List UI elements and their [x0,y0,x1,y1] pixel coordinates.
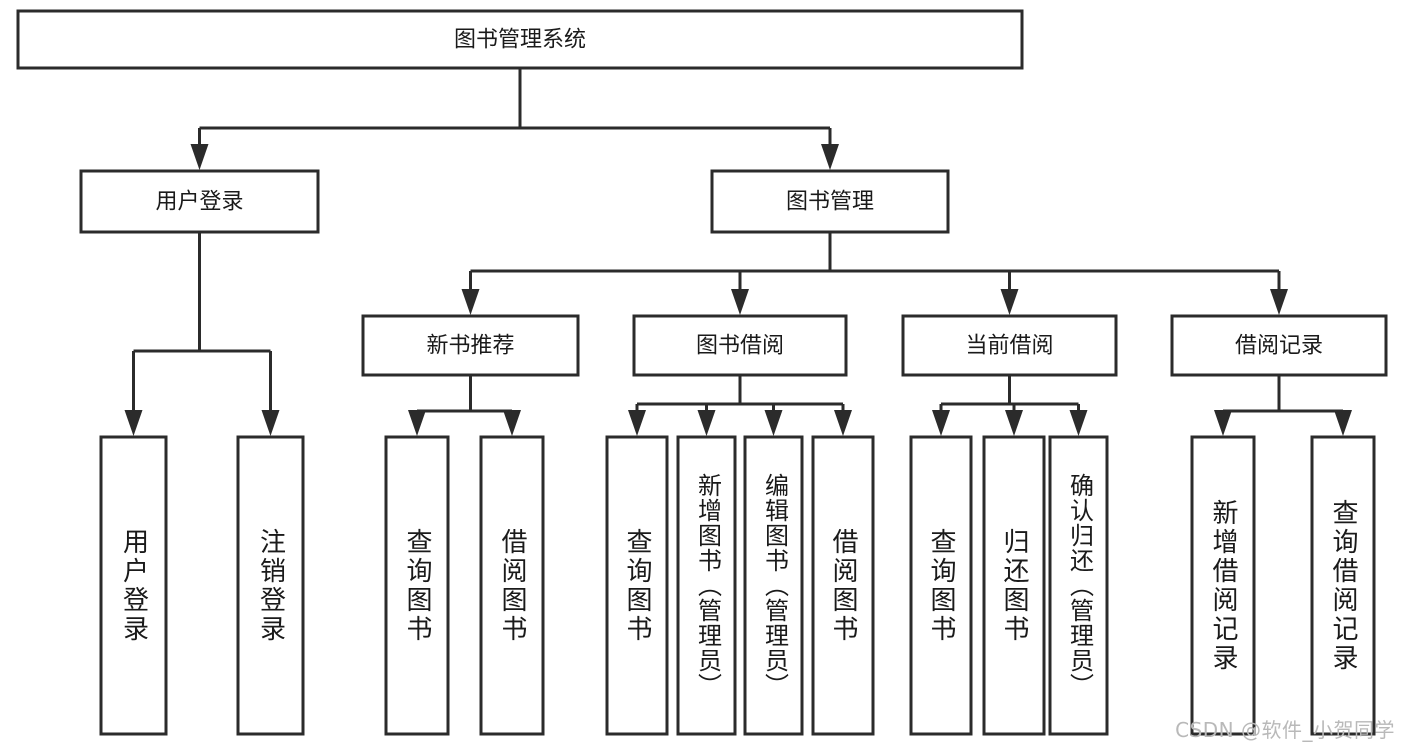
node-box[interactable] [16,9,1024,70]
arrow-head-icon [1334,410,1352,436]
arrow-head-icon [503,410,521,436]
edge-group-current-borrow [932,375,1088,436]
node-box[interactable] [901,314,1118,377]
node-leaf-query-book-recommend[interactable] [384,435,450,736]
node-leaf-user-login[interactable] [99,435,168,736]
node-box[interactable] [982,435,1046,736]
node-box[interactable] [632,314,848,377]
edges-layer [124,68,1352,436]
node-leaf-query-book-borrow[interactable] [605,435,669,736]
node-leaf-query-borrow-record[interactable] [1310,435,1376,736]
node-label: 图书借阅 [696,334,784,359]
csdn-watermark: CSDN @软件_小贺同学 [1175,718,1395,742]
node-label: 图书管理 [786,190,874,215]
node-box[interactable] [676,435,737,736]
node-new-book-recommend[interactable]: 新书推荐 [361,314,580,377]
node-box[interactable] [605,435,669,736]
node-leaf-borrow-book-recommend[interactable] [479,435,545,736]
edge-group-book-manage [461,232,1288,315]
arrow-head-icon [1270,289,1288,315]
node-label: 新书推荐 [426,334,514,359]
node-label: 用户登录 [155,190,243,215]
arrow-head-icon [834,410,852,436]
arrow-head-icon [261,410,280,436]
edge-group-user-login [124,232,280,436]
node-box[interactable] [479,435,545,736]
edge-group-borrow-record [1214,375,1352,436]
node-leaf-edit-book[interactable] [743,435,804,736]
node-box[interactable] [99,435,168,736]
arrow-head-icon [697,410,716,436]
edge-group-new-book-recommend [408,375,521,436]
node-borrow-record[interactable]: 借阅记录 [1170,314,1388,377]
arrow-head-icon [461,289,480,315]
node-box[interactable] [743,435,804,736]
arrow-head-icon [124,410,143,436]
arrow-head-icon [731,289,749,315]
node-box[interactable] [236,435,305,736]
edge-group-root [190,68,839,170]
node-box[interactable] [1170,314,1388,377]
node-current-borrow[interactable]: 当前借阅 [901,314,1118,377]
arrow-head-icon [408,410,426,436]
node-leaf-add-book[interactable] [676,435,737,736]
node-box[interactable] [79,169,320,234]
edge-group-book-borrow [628,375,852,436]
node-leaf-query-book-current[interactable] [909,435,973,736]
arrow-head-icon [1005,410,1023,436]
arrow-head-icon [932,410,950,436]
node-box[interactable] [811,435,875,736]
node-box[interactable] [909,435,973,736]
node-book-borrow[interactable]: 图书借阅 [632,314,848,377]
node-box[interactable] [384,435,450,736]
node-book-manage[interactable]: 图书管理 [710,169,950,234]
node-leaf-borrow-book[interactable] [811,435,875,736]
arrow-head-icon [764,410,783,436]
node-label: 当前借阅 [965,334,1053,359]
arrow-head-icon [628,410,646,436]
node-box[interactable] [1310,435,1376,736]
node-leaf-add-borrow-record[interactable] [1190,435,1256,736]
arrow-head-icon [1000,289,1019,315]
node-leaf-confirm-return[interactable] [1048,435,1109,736]
node-box[interactable] [1048,435,1109,736]
arrow-head-icon [1214,410,1232,436]
node-label: 借阅记录 [1235,334,1323,359]
node-box[interactable] [710,169,950,234]
arrow-head-icon [821,144,839,170]
arrow-head-icon [1069,410,1088,436]
node-user-login[interactable]: 用户登录 [79,169,320,234]
node-box[interactable] [361,314,580,377]
node-leaf-logout[interactable] [236,435,305,736]
node-label: 图书管理系统 [454,28,586,53]
arrow-head-icon [190,144,209,170]
node-box[interactable] [1190,435,1256,736]
node-leaf-return-book[interactable] [982,435,1046,736]
node-root[interactable]: 图书管理系统 [16,9,1024,70]
